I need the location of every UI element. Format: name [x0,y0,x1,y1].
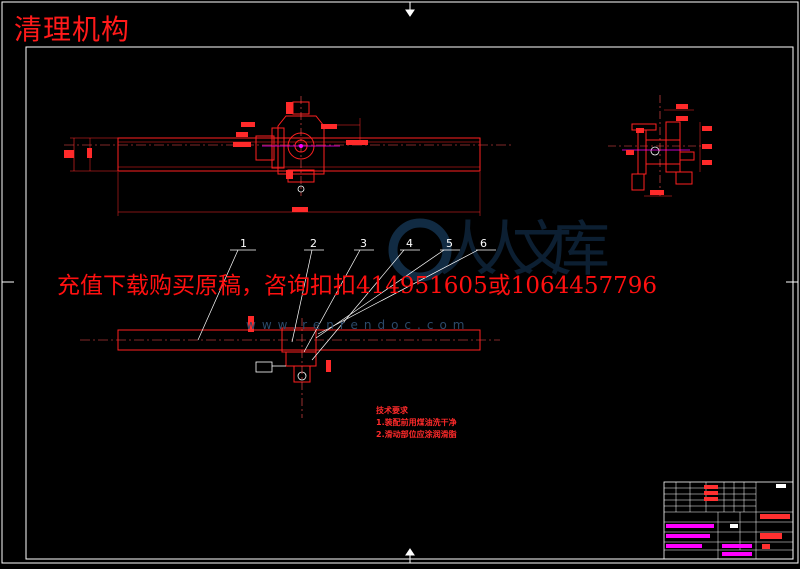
notes-line-1: 1.装配前用煤油洗干净 [376,418,457,427]
part-number-4: 4 [406,237,413,250]
notes-line-2: 2.滑动部位应涂润滑脂 [376,430,457,439]
title-block [663,481,794,560]
promo-text: 充值下载购买原稿，咨询扣扣414951605或1064457796 [57,273,658,299]
svg-text:文: 文 [512,215,572,285]
part-number-2: 2 [310,237,317,250]
part-number-3: 3 [360,237,367,250]
svg-text:库: 库 [550,215,610,285]
part-number-6: 6 [480,237,487,250]
part-number-1: 1 [240,237,247,250]
technical-notes: 技术要求 1.装配前用煤油洗干净 2.滑动部位应涂润滑脂 [376,405,457,441]
drawing-title: 清理机构 [14,13,131,46]
assembly-view [80,249,500,418]
watermark-url: www.renrendoc.com [246,318,471,332]
part-number-5: 5 [446,237,453,250]
notes-heading: 技术要求 [376,406,408,415]
front-view-top [64,96,512,216]
side-view-top [608,95,712,197]
